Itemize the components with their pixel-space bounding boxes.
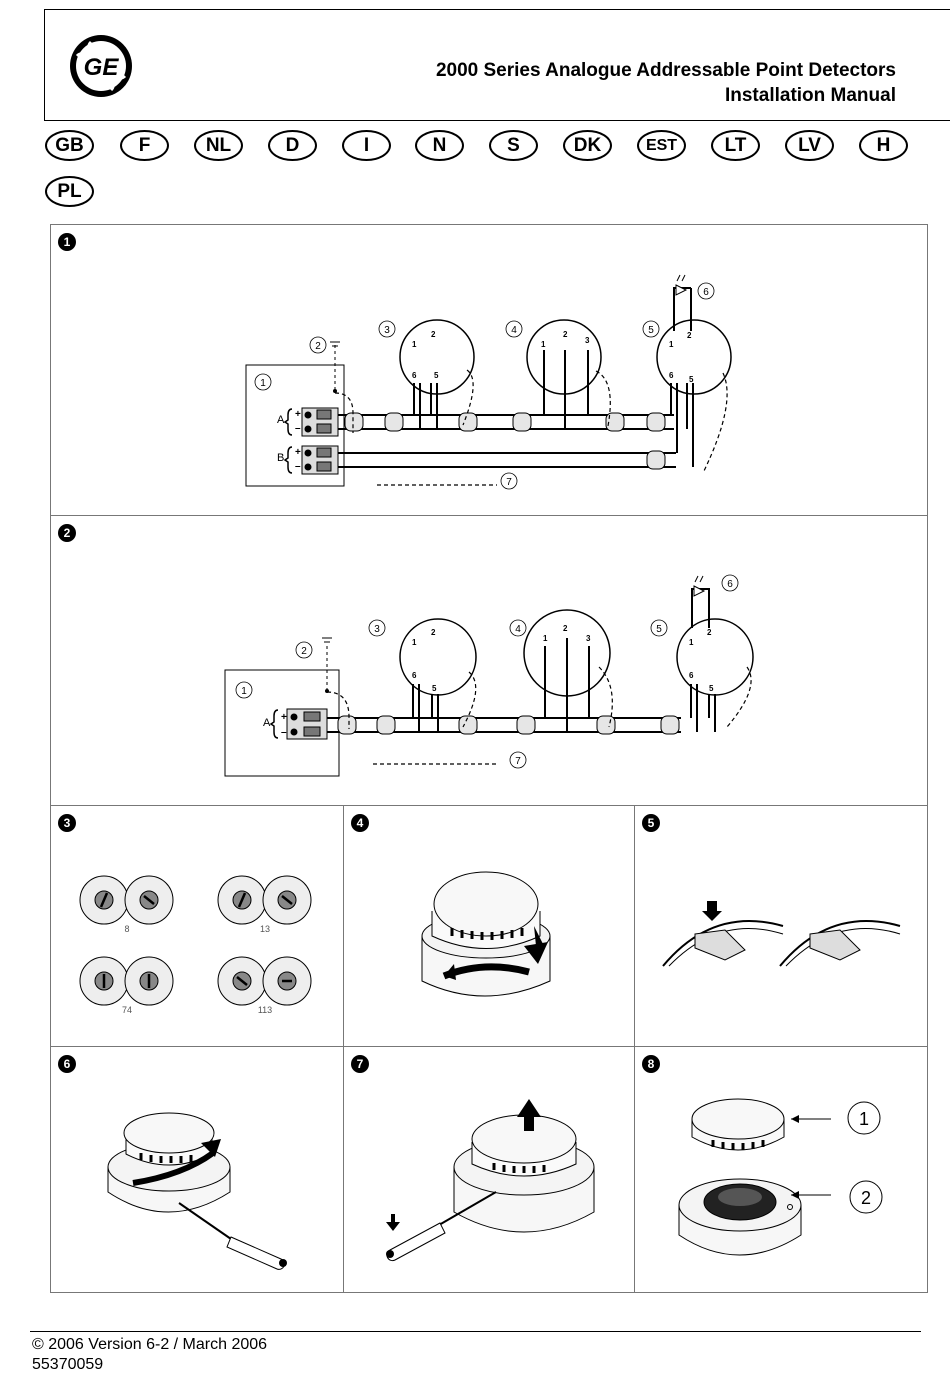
head-and-base-illustration: 1 2 [678, 1098, 883, 1256]
svg-text:6: 6 [689, 671, 694, 680]
fig1-callout-7: 7 [506, 477, 512, 488]
lang-est[interactable]: EST [637, 130, 686, 161]
svg-text:1: 1 [412, 340, 417, 349]
address-13: 13 [260, 924, 270, 934]
svg-text:5: 5 [709, 684, 714, 693]
figure-4-panel: 4 [343, 805, 635, 1047]
pol-minus-b: – [295, 461, 301, 472]
figure-5-number: 5 [642, 814, 660, 832]
detector-fitting-illustration [421, 871, 551, 997]
lang-s[interactable]: S [489, 130, 538, 161]
lang-nl[interactable]: NL [194, 130, 243, 161]
fig1-callout-3: 3 [384, 325, 390, 336]
fig2-callout-5: 5 [656, 624, 662, 635]
svg-text:2: 2 [563, 624, 568, 633]
fig8-callout-2: 2 [861, 1188, 871, 1208]
fig2-callout-3: 3 [374, 624, 380, 635]
pol-plus-b: + [295, 447, 301, 458]
fig2-callout-7: 7 [515, 756, 521, 767]
svg-text:+: + [281, 712, 287, 723]
fig1-callout-6: 6 [703, 287, 709, 298]
svg-text:1: 1 [669, 340, 674, 349]
fig1-callout-2: 2 [315, 341, 321, 352]
fig2-callout-4: 4 [515, 624, 521, 635]
header-box: GE 2000 Series Analogue Addressable Poin… [44, 9, 950, 121]
svg-text:2: 2 [707, 628, 712, 637]
svg-text:3: 3 [585, 336, 590, 345]
lang-lv[interactable]: LV [785, 130, 834, 161]
part-number: 55370059 [32, 1356, 104, 1373]
svg-text:1: 1 [412, 638, 417, 647]
figure-2-panel: 2 A + – 2 1 6 5 1 2 3 2 1 6 5 [50, 515, 928, 806]
figure-7-panel: 7 [343, 1046, 635, 1293]
figure-7-number: 7 [351, 1055, 369, 1073]
svg-text:–: – [281, 727, 287, 738]
fig2-loop-label-a: A [263, 717, 271, 729]
lang-f[interactable]: F [120, 130, 169, 161]
removal-rotation-illustration [107, 1112, 287, 1270]
lang-dk[interactable]: DK [563, 130, 612, 161]
svg-text:1: 1 [541, 340, 546, 349]
pol-minus-a: – [295, 423, 301, 434]
loop-label-b: B [277, 452, 284, 464]
footer: © 2006 Version 6-2 / March 2006 55370059 [32, 1335, 267, 1375]
fig2-callout-1: 1 [241, 686, 247, 697]
figure-8-number: 8 [642, 1055, 660, 1073]
svg-text:6: 6 [669, 371, 674, 380]
figure-1-wiring-diagram: A B + – + – 2 1 6 5 1 2 [245, 274, 732, 490]
lang-pl[interactable]: PL [45, 176, 94, 207]
pol-plus-a: + [295, 409, 301, 420]
figure-2-wiring-diagram: A + – 2 1 6 5 1 2 3 2 1 6 5 [224, 574, 754, 777]
svg-text:5: 5 [432, 684, 437, 693]
svg-text:5: 5 [434, 371, 439, 380]
title-line-1: 2000 Series Analogue Addressable Point D… [435, 60, 896, 81]
lang-h[interactable]: H [859, 130, 908, 161]
lang-n[interactable]: N [415, 130, 464, 161]
svg-text:6: 6 [412, 371, 417, 380]
address-switch-diagram: 8 13 74 113 [79, 875, 312, 1015]
fig8-callout-1: 1 [859, 1109, 869, 1129]
figure-4-number: 4 [351, 814, 369, 832]
title-line-2: Installation Manual [724, 85, 896, 106]
address-113: 113 [258, 1005, 272, 1015]
loop-label-a: A [277, 414, 285, 426]
lang-d[interactable]: D [268, 130, 317, 161]
lang-gb[interactable]: GB [45, 130, 94, 161]
figure-1-number: 1 [58, 233, 76, 251]
figure-1-panel: 1 A B + – + – [50, 224, 928, 516]
fig1-callout-5: 5 [648, 325, 654, 336]
svg-text:1: 1 [689, 638, 694, 647]
svg-text:1: 1 [543, 634, 548, 643]
svg-text:3: 3 [586, 634, 591, 643]
svg-text:2: 2 [687, 331, 692, 340]
figure-8-panel: 8 1 2 [634, 1046, 928, 1293]
svg-text:2: 2 [431, 628, 436, 637]
locking-tab-illustration [662, 901, 901, 967]
ge-logo: GE [69, 34, 133, 98]
svg-text:6: 6 [412, 671, 417, 680]
fig1-callout-1: 1 [260, 378, 266, 389]
lang-i[interactable]: I [342, 130, 391, 161]
address-8: 8 [124, 924, 129, 934]
fig2-callout-2: 2 [301, 646, 307, 657]
svg-text:2: 2 [563, 330, 568, 339]
fig1-callout-4: 4 [511, 325, 517, 336]
figure-6-number: 6 [58, 1055, 76, 1073]
svg-text:2: 2 [431, 330, 436, 339]
fig2-callout-6: 6 [727, 579, 733, 590]
copyright-text: © 2006 Version 6-2 / March 2006 [32, 1336, 268, 1353]
svg-text:5: 5 [689, 375, 694, 384]
figure-3-number: 3 [58, 814, 76, 832]
tamper-release-illustration [386, 1099, 595, 1262]
address-74: 74 [122, 1005, 132, 1015]
document-title: 2000 Series Analogue Addressable Point D… [436, 58, 896, 108]
figure-5-panel: 5 [634, 805, 928, 1047]
figure-3-panel: 3 8 13 74 113 [50, 805, 344, 1047]
figure-2-number: 2 [58, 524, 76, 542]
footer-rule [30, 1331, 921, 1332]
lang-lt[interactable]: LT [711, 130, 760, 161]
ge-logo-text: GE [84, 54, 120, 81]
figure-6-panel: 6 [50, 1046, 344, 1293]
